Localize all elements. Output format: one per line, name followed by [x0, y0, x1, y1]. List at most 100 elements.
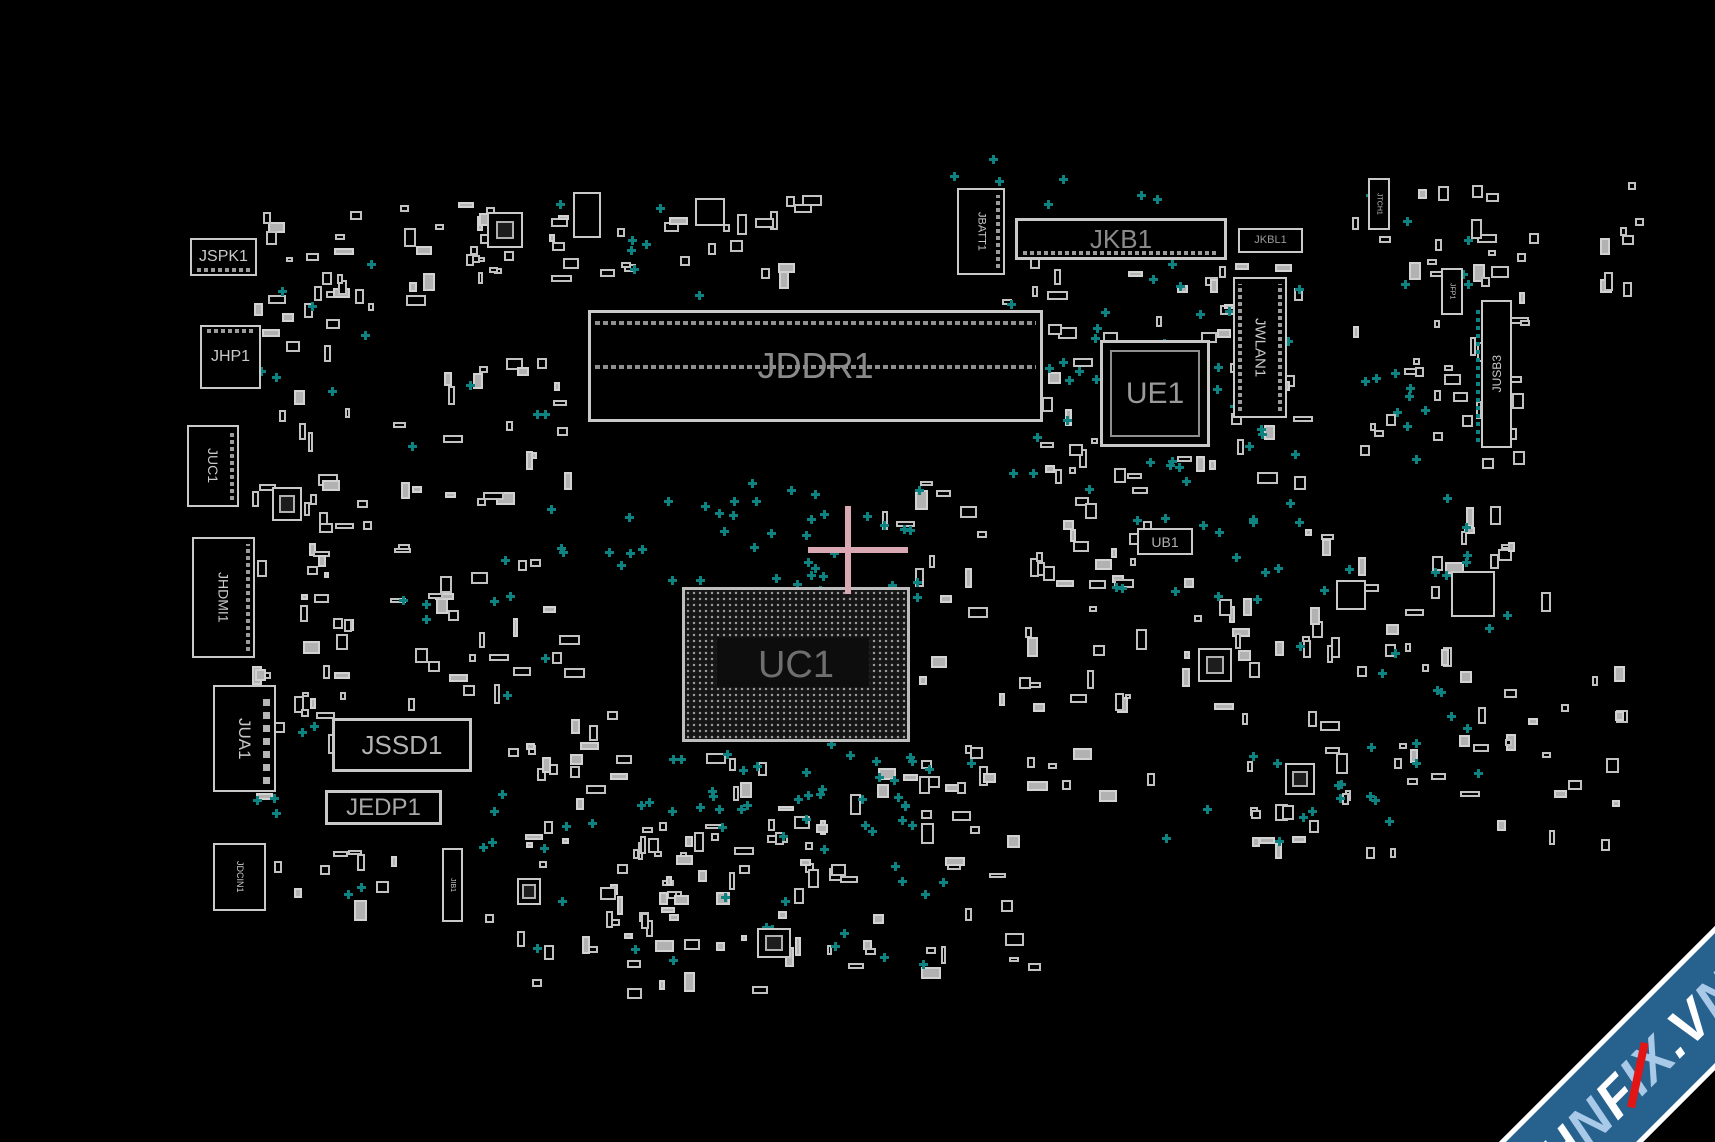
smd-part: [298, 423, 307, 440]
test-point: [1412, 759, 1422, 769]
smd-part: [558, 214, 569, 221]
smd-part: [1056, 580, 1074, 587]
smd-part: [1612, 800, 1620, 808]
smd-part: [915, 567, 924, 587]
smd-part: [489, 654, 509, 661]
component-jssd1[interactable]: JSSD1: [332, 718, 472, 772]
smd-part: [1196, 456, 1205, 473]
test-point: [1372, 374, 1382, 384]
component-jhdmi1[interactable]: JHDMI1: [192, 537, 255, 658]
component-jddr1[interactable]: JDDR1: [588, 310, 1043, 422]
test-point: [858, 794, 868, 804]
test-point: [891, 861, 901, 871]
test-point: [920, 889, 930, 899]
component-jtch1[interactable]: JTCH1: [1368, 178, 1390, 230]
test-point: [714, 805, 724, 815]
smd-part: [1432, 556, 1443, 572]
component-ub1[interactable]: UB1: [1137, 528, 1193, 555]
smd-part: [736, 214, 748, 236]
component-jbatt1[interactable]: JBATT1: [957, 188, 1005, 275]
component-jspk1[interactable]: JSPK1: [190, 238, 257, 276]
test-point: [541, 654, 551, 664]
smd-part: [301, 709, 309, 718]
smd-part: [294, 389, 305, 405]
test-point: [489, 596, 499, 606]
smd-part: [1477, 706, 1487, 724]
smd-part: [1622, 234, 1634, 246]
smd-part: [1282, 805, 1295, 820]
smd-part: [314, 593, 330, 604]
smd-part: [354, 289, 364, 304]
smd-part: [256, 793, 273, 800]
component-jdcin1[interactable]: JDCIN1: [213, 843, 266, 911]
smd-part: [1042, 396, 1054, 412]
component-jfp1[interactable]: JFP1: [1441, 268, 1463, 315]
smd-part: [945, 856, 966, 867]
smd-part: [1062, 779, 1071, 791]
smd-part: [1068, 443, 1084, 456]
component-jkb1[interactable]: JKB1: [1015, 218, 1227, 260]
test-point: [367, 259, 377, 269]
smd-part: [1055, 468, 1063, 485]
ic-inner-pad: [522, 884, 536, 899]
smd-part: [483, 491, 504, 501]
test-point: [1402, 217, 1412, 227]
smd-part: [1404, 608, 1424, 616]
component-jhp1[interactable]: JHP1: [200, 325, 261, 389]
smd-part: [309, 697, 317, 709]
test-point: [1111, 583, 1121, 593]
ic-outline: [1336, 580, 1366, 610]
test-point: [398, 596, 408, 606]
test-point: [1433, 686, 1443, 696]
ic-inner-pad: [495, 220, 515, 240]
smd-part: [1047, 372, 1062, 384]
smd-part: [940, 946, 947, 965]
test-point: [743, 800, 753, 810]
smd-part: [473, 373, 484, 390]
component-jedp1[interactable]: JEDP1: [325, 790, 442, 825]
smd-part: [921, 760, 933, 770]
component-uc1[interactable]: UC1: [682, 587, 910, 742]
test-point: [1294, 285, 1304, 295]
smd-part: [1027, 780, 1049, 791]
test-point: [466, 380, 476, 390]
smd-part: [1309, 819, 1319, 833]
component-jib1[interactable]: JIB1: [442, 848, 463, 922]
test-point: [422, 599, 432, 609]
smd-part: [318, 555, 326, 568]
smd-part: [925, 946, 936, 954]
smd-part: [494, 684, 501, 705]
component-ue1[interactable]: UE1: [1100, 340, 1210, 447]
ic-outline: [1451, 571, 1495, 617]
test-point: [728, 511, 738, 521]
test-point: [819, 845, 829, 855]
component-jusb3[interactable]: JUSB3: [1476, 300, 1512, 448]
smd-part: [553, 382, 561, 391]
component-jkbl1[interactable]: JKBL1: [1238, 228, 1303, 253]
smd-part: [479, 365, 488, 373]
smd-part: [1491, 265, 1509, 278]
smd-part: [1029, 558, 1039, 577]
smd-part: [303, 501, 311, 517]
component-label: JSSD1: [361, 730, 443, 760]
smd-part: [1351, 217, 1360, 230]
test-point: [1064, 375, 1074, 385]
component-jua1[interactable]: JUA1: [213, 685, 276, 792]
test-point: [490, 806, 500, 816]
test-point: [1161, 514, 1171, 524]
smd-part: [1135, 629, 1147, 651]
smd-part: [391, 855, 397, 867]
component-juc1[interactable]: JUC1: [187, 425, 239, 507]
component-label: UB1: [1151, 533, 1179, 550]
smd-part: [1181, 667, 1190, 688]
test-point: [487, 837, 497, 847]
smd-part: [1062, 519, 1075, 531]
smd-part: [427, 661, 441, 672]
test-point: [1196, 309, 1206, 319]
smd-part: [324, 344, 331, 362]
component-jwlan1[interactable]: JWLAN1: [1233, 277, 1287, 418]
smd-part: [1085, 502, 1097, 520]
smd-part: [1238, 650, 1252, 662]
smd-part: [526, 450, 533, 471]
